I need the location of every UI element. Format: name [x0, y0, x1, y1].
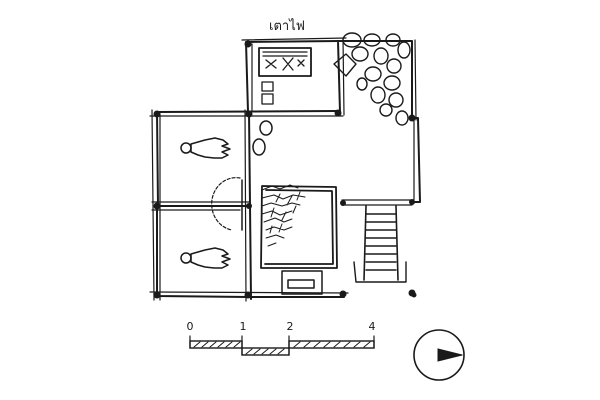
- person-figure-icon: [180, 137, 231, 159]
- person-figure-icon: [180, 247, 231, 269]
- hearth-fire: [262, 51, 308, 71]
- terrace-edge: [411, 117, 421, 203]
- scale-bar: 0 1 2 4: [187, 320, 376, 356]
- scale-hatch: [245, 348, 285, 355]
- ladder-rungs: [365, 213, 397, 271]
- scale-tick-label: 2: [287, 320, 294, 333]
- scale-hatch: [193, 341, 241, 348]
- door-swing: [211, 177, 241, 231]
- stair-landing: [353, 261, 407, 283]
- scale-tick-label: 0: [187, 320, 194, 333]
- hatched-pile: [261, 184, 306, 247]
- room-walls: [156, 110, 345, 300]
- cooking-pot-icon: [281, 270, 323, 295]
- storage-jar: [261, 93, 274, 105]
- hearth-box: [258, 47, 312, 77]
- scale-segment: [288, 340, 375, 349]
- scale-tick-label: 4: [369, 320, 376, 333]
- annex-walls: [245, 40, 413, 119]
- scale-hatch: [293, 341, 371, 348]
- storage-jar: [261, 81, 274, 92]
- stone-icon: [333, 32, 411, 126]
- annex-walls-double: [241, 37, 417, 121]
- hearth-label: เตาไฟ: [269, 18, 305, 34]
- stone-icon: [252, 120, 273, 156]
- north-arrow-icon: [413, 329, 465, 381]
- ladder-rails: [363, 205, 399, 281]
- platform-outline: [260, 185, 338, 269]
- terrace-edge-inner: [341, 119, 415, 206]
- scale-tick-label: 1: [240, 320, 247, 333]
- terrace: [333, 32, 421, 206]
- stair-icon: [353, 205, 407, 283]
- kitchen-annex: [241, 37, 417, 121]
- scale-ticks: [189, 335, 375, 356]
- survey-dot: [411, 292, 417, 298]
- posts: [153, 40, 416, 299]
- central-room: [252, 120, 338, 295]
